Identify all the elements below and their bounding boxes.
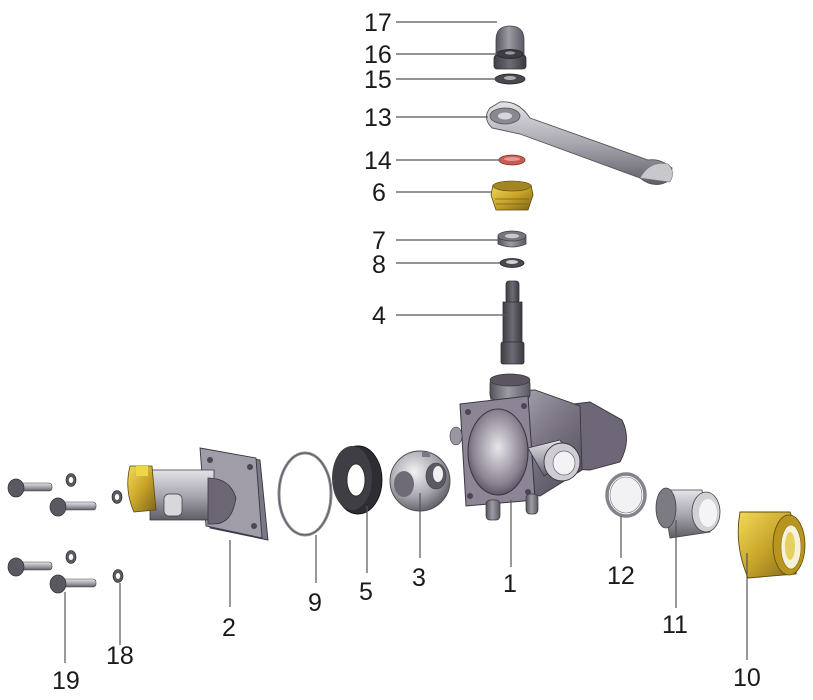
label-12: 12 (607, 516, 635, 590)
label-1: 1 (503, 500, 517, 598)
svg-text:13: 13 (364, 104, 392, 132)
label-4: 4 (372, 302, 506, 330)
label-19: 19 (52, 592, 80, 695)
part-9-body-gasket (277, 451, 333, 537)
part-13-handle (486, 101, 673, 185)
svg-text:9: 9 (308, 589, 322, 617)
svg-text:12: 12 (607, 562, 635, 590)
part-18-washers (65, 473, 124, 583)
svg-text:17: 17 (364, 9, 392, 37)
svg-text:2: 2 (222, 614, 236, 642)
part-17-cap-nut (493, 25, 527, 70)
label-10: 10 (733, 553, 761, 692)
svg-text:4: 4 (372, 302, 386, 330)
label-8: 8 (372, 251, 500, 279)
label-13: 13 (364, 104, 488, 132)
label-15: 15 (364, 66, 496, 94)
svg-text:8: 8 (372, 251, 386, 279)
svg-text:7: 7 (372, 227, 386, 255)
part-7-stem-packing (497, 230, 527, 248)
svg-text:19: 19 (52, 667, 80, 695)
label-18: 18 (106, 583, 134, 670)
label-3: 3 (412, 493, 426, 592)
label-2: 2 (222, 540, 236, 642)
label-16: 16 (364, 41, 498, 69)
label-9: 9 (308, 535, 322, 617)
svg-text:5: 5 (359, 578, 373, 606)
label-17: 17 (364, 9, 497, 37)
part-2-end-cap (127, 447, 269, 541)
part-3-ball (389, 450, 451, 512)
svg-text:15: 15 (364, 66, 392, 94)
part-1-valve-body (449, 373, 627, 521)
part-11-tail-piece (655, 487, 721, 539)
part-16-lock-washer (496, 49, 524, 59)
part-4-stem (500, 280, 525, 365)
part-5-seat (332, 445, 383, 515)
part-12-seat-ring (605, 472, 647, 518)
label-11: 11 (662, 520, 688, 639)
part-14-o-ring (498, 154, 526, 166)
svg-text:3: 3 (412, 564, 426, 592)
part-15-flat-washer (494, 73, 526, 85)
svg-text:1: 1 (503, 570, 517, 598)
svg-text:11: 11 (662, 611, 688, 639)
svg-text:10: 10 (733, 664, 761, 692)
svg-text:14: 14 (364, 147, 392, 175)
part-8-stem-washer (499, 258, 525, 268)
label-5: 5 (359, 506, 373, 606)
label-6: 6 (372, 179, 492, 207)
label-14: 14 (364, 147, 499, 175)
part-6-gland-nut (490, 180, 534, 211)
svg-text:18: 18 (106, 642, 134, 670)
part-10-union-nut (737, 511, 806, 579)
svg-text:16: 16 (364, 41, 392, 69)
part-19-screws (7, 478, 97, 594)
label-7: 7 (372, 227, 498, 255)
svg-text:6: 6 (372, 179, 386, 207)
